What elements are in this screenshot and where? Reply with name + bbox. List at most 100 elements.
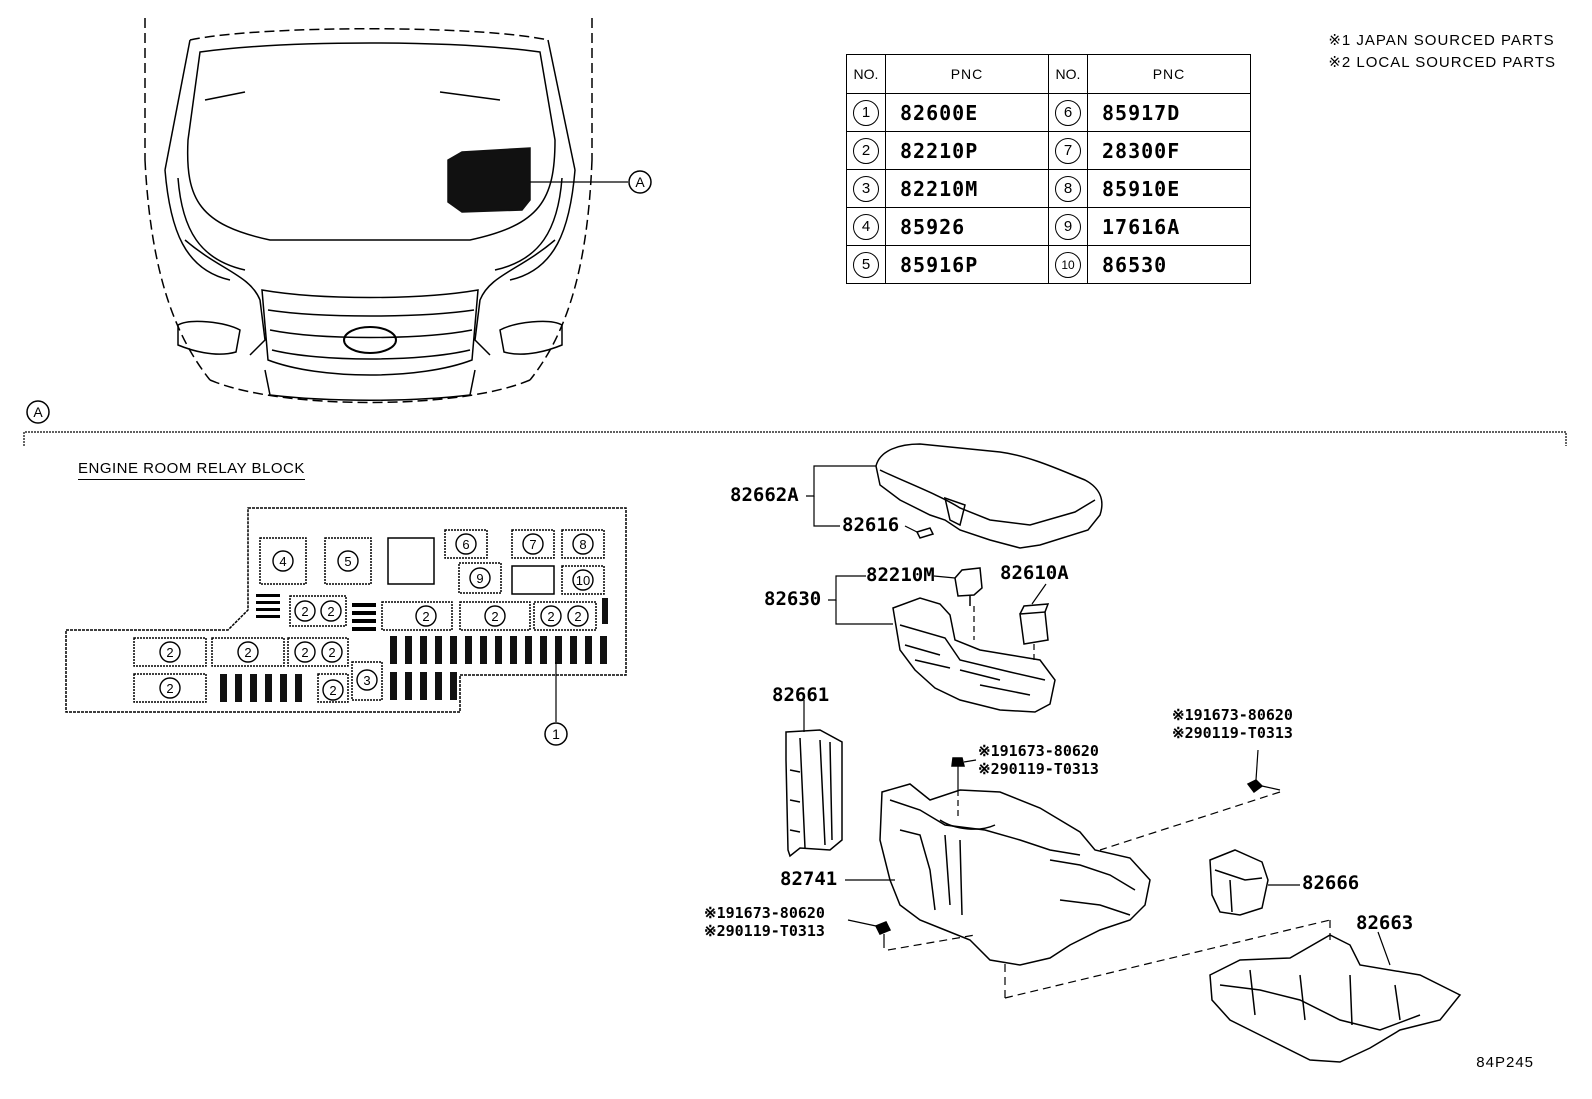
relay-position-callout[interactable]: 8 xyxy=(572,533,594,555)
row-no-left: 3 xyxy=(846,169,886,208)
relay-position-callout[interactable]: 4 xyxy=(272,550,294,572)
blade-fuse xyxy=(600,636,607,664)
vehicle-front-view xyxy=(144,18,628,404)
screw-label-lower-left-line1: ※191673-80620 xyxy=(704,904,825,922)
relay-position-callout[interactable]: 2 xyxy=(322,679,344,701)
blade-fuse xyxy=(280,674,287,702)
relay-position-callout[interactable]: 2 xyxy=(484,605,506,627)
blade-fuse xyxy=(435,672,442,700)
figure-id: 84P245 xyxy=(1476,1054,1534,1071)
location-marker-a-label: A xyxy=(635,174,645,190)
blade-fuse xyxy=(405,636,412,664)
callout-number: 9 xyxy=(476,571,483,586)
callout-1-label: 1 xyxy=(552,726,560,742)
callout-1: 1 xyxy=(544,722,568,746)
blade-fuse xyxy=(570,636,577,664)
row-pnc-right[interactable]: 86530 xyxy=(1087,245,1251,284)
blade-fuse xyxy=(480,636,487,664)
part-label-82610a[interactable]: 82610A xyxy=(1000,562,1069,584)
callout-number: 3 xyxy=(363,673,370,688)
row-no-right: 6 xyxy=(1048,93,1088,132)
screw-label-middle[interactable]: ※191673-80620 ※290119-T0313 xyxy=(978,742,1099,778)
part-label-82666[interactable]: 82666 xyxy=(1302,872,1360,894)
row-no-left: 4 xyxy=(846,207,886,246)
row-pnc-left[interactable]: 85926 xyxy=(885,207,1049,246)
callout-number: 2 xyxy=(328,645,335,660)
screw-label-upper-right-line2: ※290119-T0313 xyxy=(1172,724,1293,742)
callout-number: 5 xyxy=(344,554,351,569)
relay-position-callout[interactable]: 7 xyxy=(522,533,544,555)
relay-position-callout[interactable]: 2 xyxy=(540,605,562,627)
note-japan-sourced: ※1 JAPAN SOURCED PARTS xyxy=(1328,32,1555,49)
part-label-82630[interactable]: 82630 xyxy=(764,588,822,610)
relay-position-callout[interactable]: 2 xyxy=(237,641,259,663)
relay-position-callout[interactable]: 2 xyxy=(321,641,343,663)
callout-circle xyxy=(272,550,294,572)
relay-position-callout[interactable]: 6 xyxy=(455,533,477,555)
screw-label-lower-left[interactable]: ※191673-80620 ※290119-T0313 xyxy=(704,904,825,940)
relay-position-callout[interactable]: 2 xyxy=(159,677,181,699)
sourcing-notes: ※1 JAPAN SOURCED PARTS ※2 LOCAL SOURCED … xyxy=(1328,30,1556,74)
relay-block-title: ENGINE ROOM RELAY BLOCK xyxy=(78,460,305,480)
detail-marker-a: A xyxy=(26,400,50,424)
callout-number: 2 xyxy=(574,609,581,624)
relay-position-callout[interactable]: 2 xyxy=(320,600,342,622)
blade-fuse xyxy=(295,674,302,702)
part-label-82741[interactable]: 82741 xyxy=(780,868,838,890)
blade-fuse xyxy=(510,636,517,664)
callout-circle xyxy=(294,641,316,663)
row-pnc-right[interactable]: 28300F xyxy=(1087,131,1251,170)
relay-position-callout[interactable]: 2 xyxy=(159,641,181,663)
relay-position-callout[interactable]: 2 xyxy=(567,605,589,627)
callout-number: 8 xyxy=(579,537,586,552)
relay-position-callout[interactable]: 2 xyxy=(294,641,316,663)
relay-position-callout[interactable]: 5 xyxy=(337,550,359,572)
blade-fuse-rows xyxy=(220,598,608,702)
callout-number: 7 xyxy=(529,537,536,552)
part-label-82663[interactable]: 82663 xyxy=(1356,912,1414,934)
callout-number: 2 xyxy=(422,609,429,624)
row-pnc-left[interactable]: 82600E xyxy=(885,93,1049,132)
mini-fuse-stacks xyxy=(256,594,376,631)
row-no-right: 7 xyxy=(1048,131,1088,170)
relay-position-callout[interactable]: 10 xyxy=(572,569,594,591)
callout-circle xyxy=(415,605,437,627)
screw-label-middle-line1: ※191673-80620 xyxy=(978,742,1099,760)
part-label-82661[interactable]: 82661 xyxy=(772,684,830,706)
blade-fuse xyxy=(525,636,532,664)
detail-bracket xyxy=(23,431,1567,446)
callout-number: 4 xyxy=(279,554,286,569)
row-pnc-left[interactable]: 82210M xyxy=(885,169,1049,208)
blade-fuse xyxy=(585,636,592,664)
blade-fuse xyxy=(450,672,457,700)
callout-circle xyxy=(572,533,594,555)
part-label-82662a[interactable]: 82662A xyxy=(730,484,799,506)
row-pnc-right[interactable]: 85917D xyxy=(1087,93,1251,132)
part-label-82210m[interactable]: 82210M xyxy=(866,564,935,586)
blade-fuse xyxy=(265,674,272,702)
relay-position-callout[interactable]: 2 xyxy=(294,600,316,622)
callout-circle xyxy=(455,533,477,555)
callout-circle xyxy=(567,605,589,627)
row-pnc-left[interactable]: 82210P xyxy=(885,131,1049,170)
row-pnc-left[interactable]: 85916P xyxy=(885,245,1049,284)
row-pnc-right[interactable]: 17616A xyxy=(1087,207,1251,246)
blade-fuse xyxy=(540,636,547,664)
relay-position-callout[interactable]: 3 xyxy=(356,669,378,691)
part-label-82616[interactable]: 82616 xyxy=(842,514,900,536)
relay-position-callout[interactable]: 2 xyxy=(415,605,437,627)
screw-label-upper-right[interactable]: ※191673-80620 ※290119-T0313 xyxy=(1172,706,1293,742)
callout-number: 10 xyxy=(576,573,590,588)
callout-circle xyxy=(321,641,343,663)
row-pnc-right[interactable]: 85910E xyxy=(1087,169,1251,208)
callout-circle xyxy=(337,550,359,572)
blade-fuse xyxy=(220,674,227,702)
callout-circle xyxy=(294,600,316,622)
relay-position-callout[interactable]: 9 xyxy=(469,567,491,589)
screw-label-upper-right-line1: ※191673-80620 xyxy=(1172,706,1293,724)
